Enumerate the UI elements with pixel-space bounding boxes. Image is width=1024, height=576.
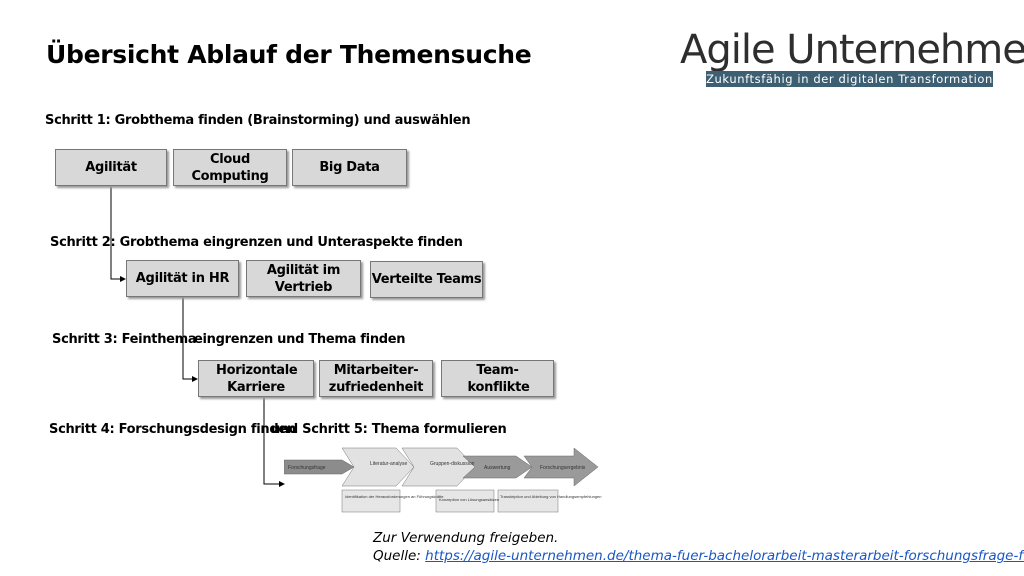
step-3-label-cont: eingrenzen und Thema finden bbox=[194, 332, 406, 347]
step-1-label: Schritt 1: Grobthema finden (Brainstormi… bbox=[45, 113, 471, 128]
footer-source-link[interactable]: https://agile-unternehmen.de/thema-fuer-… bbox=[425, 548, 1024, 564]
chevron-label-3: Gruppen-diskussion bbox=[430, 461, 475, 467]
detail-text-1: Identifikation der Herausforderungen an … bbox=[345, 494, 444, 499]
focus-teamkonflikte: Team-konflikte bbox=[441, 360, 554, 397]
page-title: Übersicht Ablauf der Themensuche bbox=[46, 40, 532, 69]
subtopic-agilitaet-vertrieb: Agilität im Vertrieb bbox=[246, 260, 361, 297]
subtopic-agilitaet-hr: Agilität in HR bbox=[126, 260, 239, 297]
chevron-literaturanalyse bbox=[341, 447, 415, 487]
chevron-label-4: Auswertung bbox=[484, 465, 511, 471]
footer-source: Quelle: https://agile-unternehmen.de/the… bbox=[373, 548, 1024, 564]
focus-horizontale-karriere: Horizontale Karriere bbox=[198, 360, 314, 397]
footer-source-label: Quelle: bbox=[373, 548, 426, 564]
step-2-label: Schritt 2: Grobthema eingrenzen und Unte… bbox=[50, 235, 463, 250]
chevron-label-2: Literatur-analyse bbox=[370, 461, 407, 467]
detail-box-2 bbox=[435, 489, 495, 513]
chevron-label-1: Forschungsfrage bbox=[288, 465, 326, 471]
topic-cloud-computing: Cloud Computing bbox=[173, 149, 287, 186]
step-5-label: und Schritt 5: Thema formulieren bbox=[271, 422, 507, 437]
detail-box-3 bbox=[497, 489, 559, 513]
chevron-auswertung bbox=[462, 455, 533, 479]
footer-release-note: Zur Verwendung freigeben. bbox=[373, 530, 559, 546]
brand-tagline: Zukunftsfähig in der digitalen Transform… bbox=[706, 71, 993, 87]
topic-agilitaet: Agilität bbox=[55, 149, 167, 186]
subtopic-verteilte-teams: Verteilte Teams bbox=[370, 261, 483, 298]
chevron-gruppendiskussion bbox=[401, 447, 476, 487]
chevron-forschungsergebnis bbox=[523, 447, 599, 487]
step-4-label: Schritt 4: Forschungsdesign finden bbox=[49, 422, 296, 437]
brand-logo: Agile Unternehmen bbox=[680, 27, 1024, 73]
detail-box-1 bbox=[341, 489, 401, 513]
topic-big-data: Big Data bbox=[292, 149, 407, 186]
detail-text-3: Transkription und Ableitung von Handlung… bbox=[500, 494, 601, 499]
focus-mitarbeiterzufriedenheit: Mitarbeiter-zufriedenheit bbox=[319, 360, 433, 397]
detail-text-2: Konzeption von Lösungsansätzen bbox=[439, 497, 499, 502]
chevron-forschungsfrage bbox=[284, 459, 355, 475]
step-3-label: Schritt 3: Feinthema bbox=[52, 332, 197, 347]
research-process-diagram: Forschungsfrage Literatur-analyse Gruppe… bbox=[284, 447, 601, 513]
chevron-label-5: Forschungsergebnis bbox=[540, 465, 586, 471]
